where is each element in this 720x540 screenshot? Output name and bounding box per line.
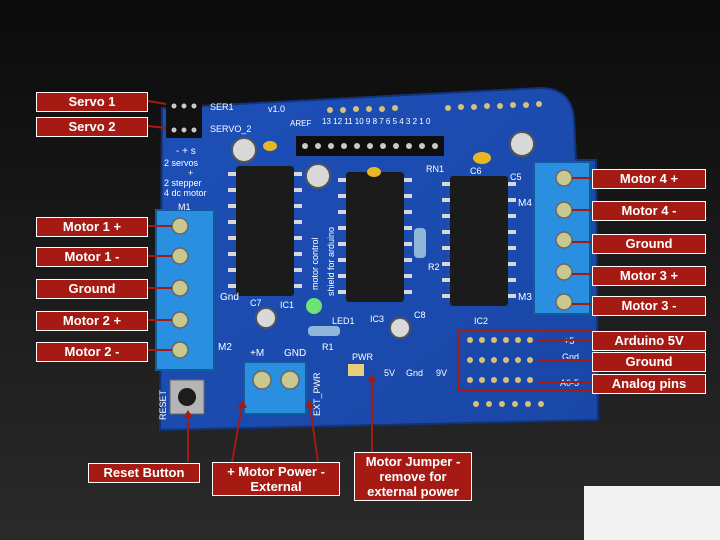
silk-m1: M1: [178, 202, 191, 212]
silk-ext-pwr: EXT_PWR: [312, 372, 322, 416]
silk-r2: R2: [428, 262, 440, 272]
terminal-block-right: [533, 161, 591, 315]
silk-m4: M4: [518, 198, 532, 209]
callout-arrowheads: [183, 374, 377, 418]
chip-ic1: [228, 166, 302, 296]
silk-rn1: RN1: [426, 164, 444, 174]
silk-gnd-bottom: Gnd: [406, 368, 423, 378]
label-ground-left: Ground: [36, 279, 148, 299]
silk-minus-plus-s: - + s: [176, 146, 196, 157]
silk-9v: 9V: [436, 368, 447, 378]
label-motor-1-plus: Motor 1 +: [36, 217, 148, 237]
power-jumper: [348, 364, 364, 376]
led: [306, 298, 322, 314]
analog-header-pads: [467, 337, 533, 383]
silk-gnd-hdr: Gnd: [562, 352, 579, 362]
label-ground-header: Ground: [592, 352, 706, 372]
silk-ic3: IC3: [370, 314, 384, 324]
callout-lines: [147, 100, 592, 463]
label-motor-4-plus: Motor 4 +: [592, 169, 706, 189]
silk-motor-control: motor control: [310, 237, 320, 290]
label-motor-3-plus: Motor 3 +: [592, 266, 706, 286]
silk-servos-note-4: 4 dc motor: [164, 188, 207, 198]
label-motor-power: + Motor Power - External: [212, 462, 340, 496]
label-motor-1-minus: Motor 1 -: [36, 247, 148, 267]
silkscreen: SER1 SERVO_2 v1.0 AREF 13 12 11 10 9 8 7…: [158, 102, 579, 420]
silk-led1: LED1: [332, 316, 355, 326]
silk-m3: M3: [518, 292, 532, 303]
silk-version: v1.0: [268, 104, 285, 114]
ceramic-capacitors: [263, 141, 491, 177]
chip-ic3: [338, 172, 412, 302]
silk-servos-note-3: 2 stepper: [164, 178, 202, 188]
label-motor-jumper: Motor Jumper - remove for external power: [354, 452, 472, 501]
label-motor-power-line2: External: [250, 479, 302, 494]
silk-c5: C5: [510, 172, 522, 182]
silk-reset: RESET: [158, 389, 168, 420]
label-motor-2-plus: Motor 2 +: [36, 311, 148, 331]
silk-5v: 5V: [384, 368, 395, 378]
header-pins-top: [302, 143, 438, 149]
label-motor-3-minus: Motor 3 -: [592, 296, 706, 316]
silk-c7: C7: [250, 298, 262, 308]
label-reset-button: Reset Button: [88, 463, 200, 483]
label-arduino-5v: Arduino 5V: [592, 331, 706, 351]
terminal-block-left: [155, 209, 215, 371]
silk-ic2: IC2: [474, 316, 488, 326]
pads-top: [327, 101, 542, 113]
label-servo-2: Servo 2: [36, 117, 148, 137]
silk-pin-numbers: 13 12 11 10 9 8 7 6 5 4 3 2 1 0: [322, 117, 431, 126]
reset-button-component: [169, 379, 205, 415]
silk-servos-note-2: +: [188, 168, 193, 178]
chip-ic2: [442, 176, 516, 306]
label-ground-right: Ground: [592, 234, 706, 254]
bottom-pads: [473, 401, 544, 407]
silk-ic1: IC1: [280, 300, 294, 310]
silk-m2: M2: [218, 342, 232, 353]
label-servo-1: Servo 1: [36, 92, 148, 112]
electrolytic-capacitors: [231, 131, 535, 339]
silk-c8: C8: [414, 310, 426, 320]
label-motor-jumper-line3: external power: [367, 484, 459, 499]
silk-shield-for-arduino: shield for arduino: [326, 227, 336, 296]
label-motor-2-minus: Motor 2 -: [36, 342, 148, 362]
silk-aref: AREF: [290, 119, 311, 128]
silk-gnd-side: Gnd: [220, 292, 239, 303]
label-motor-4-minus: Motor 4 -: [592, 201, 706, 221]
silk-pwr: PWR: [352, 352, 373, 362]
silk-plus-m: +M: [250, 348, 264, 359]
silk-servos-note-1: 2 servos: [164, 158, 199, 168]
label-motor-jumper-line2: remove for: [379, 469, 447, 484]
label-analog-pins: Analog pins: [592, 374, 706, 394]
silk-c6: C6: [470, 166, 482, 176]
label-motor-power-line1: + Motor Power -: [227, 464, 325, 479]
resistors: [308, 228, 426, 336]
silk-ser1: SER1: [210, 102, 234, 112]
silk-servo-2: SERVO_2: [210, 124, 251, 134]
silk-gnd-power: GND: [284, 348, 306, 359]
terminal-block-power: [243, 361, 307, 415]
corner-patch: [584, 486, 720, 540]
label-motor-jumper-line1: Motor Jumper -: [365, 454, 461, 469]
silk-r1: R1: [322, 342, 334, 352]
